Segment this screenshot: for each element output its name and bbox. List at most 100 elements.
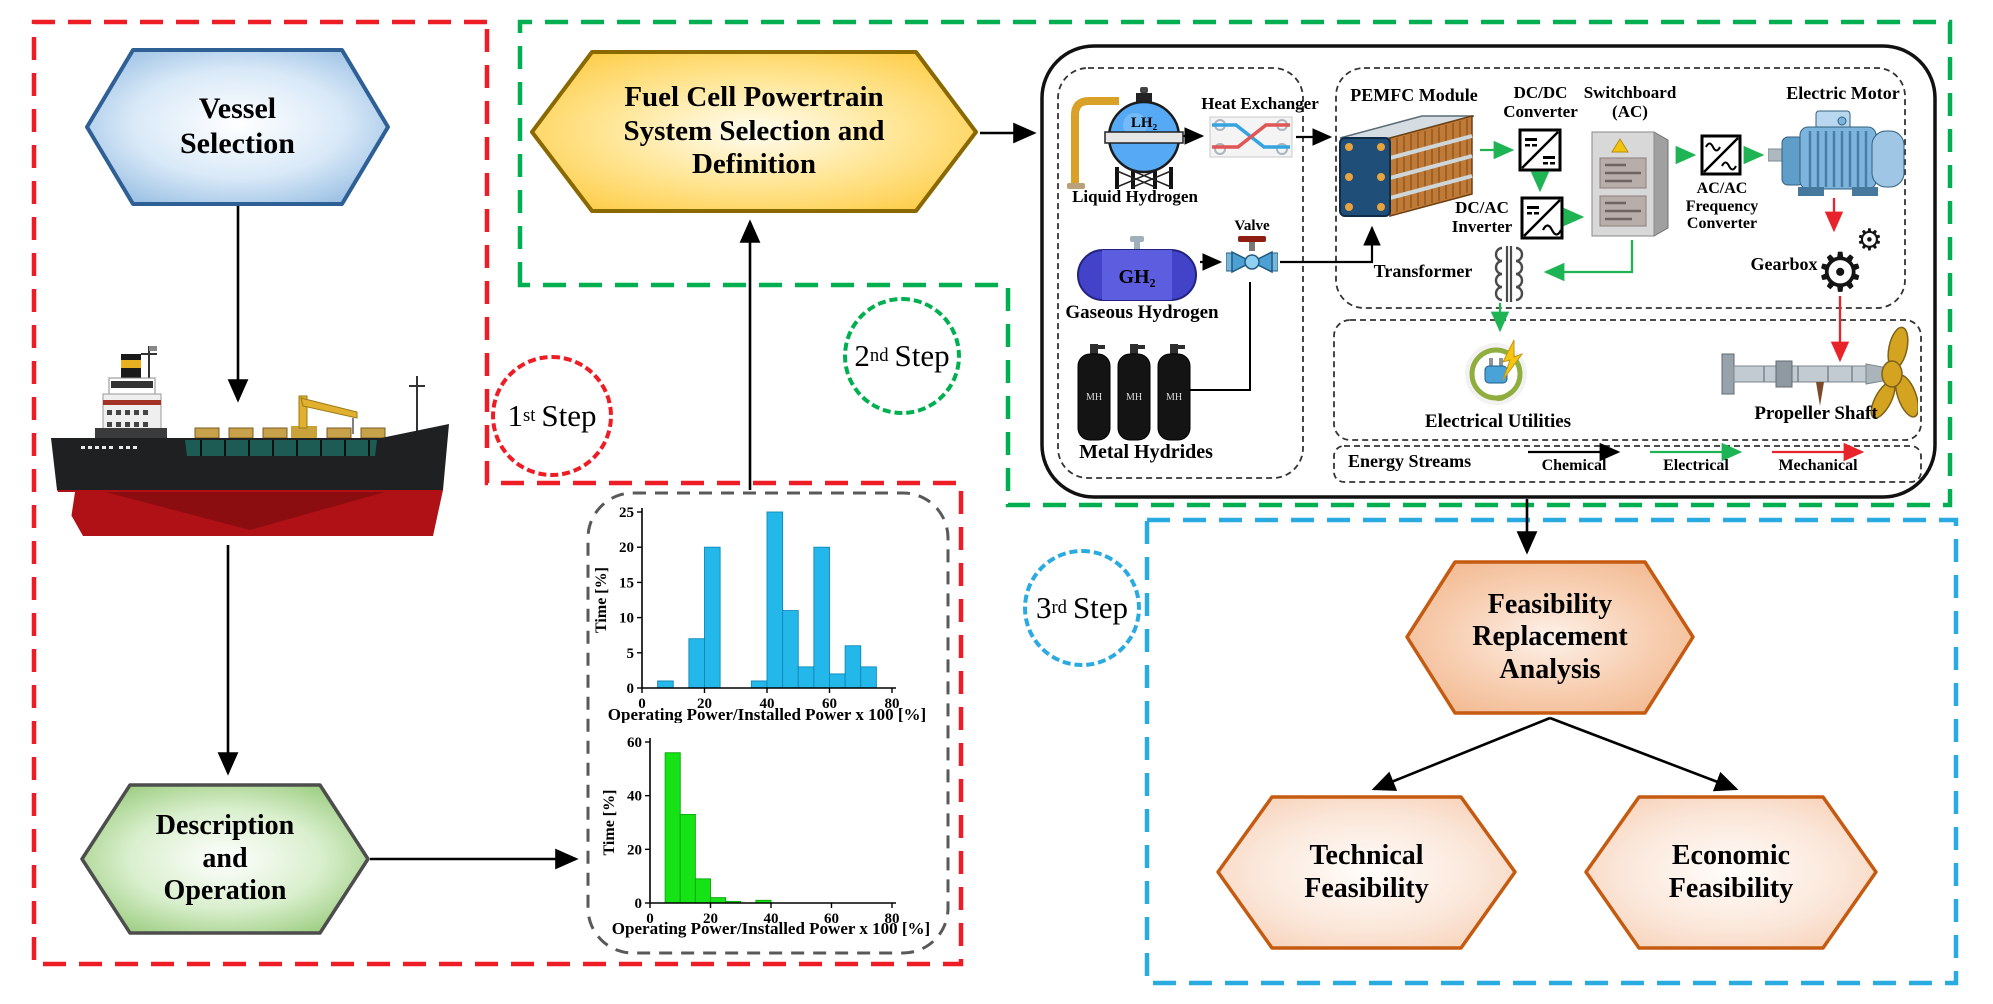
gearbox-label: Gearbox bbox=[1750, 254, 1818, 274]
feasibility-analysis-node: Feasibility Replacement Analysis bbox=[1405, 560, 1695, 715]
liquid-hydrogen-tank-icon: LH₂ bbox=[1065, 75, 1190, 193]
chemical-stream-label: Chemical bbox=[1541, 457, 1607, 474]
hist-bar bbox=[782, 610, 799, 689]
svg-text:0: 0 bbox=[638, 696, 646, 712]
step3-word: Step bbox=[1072, 590, 1129, 625]
electrical-utilities-label: Electrical Utilities bbox=[1424, 411, 1572, 432]
electric-motor-icon bbox=[1768, 103, 1910, 198]
gearbox-small-gear-icon: ⚙ bbox=[1856, 223, 1883, 258]
cargo-ship-illustration bbox=[45, 340, 455, 545]
arrow-switchboard-to-transformer bbox=[1543, 240, 1634, 282]
svg-text:60: 60 bbox=[824, 911, 839, 927]
hist-bar bbox=[750, 680, 768, 689]
svg-text:20: 20 bbox=[703, 911, 718, 927]
step1-number: 1 bbox=[507, 398, 523, 433]
svg-text:20: 20 bbox=[627, 842, 642, 858]
ship-icon bbox=[51, 346, 449, 536]
metal-hydrides-icon: MH MH MH bbox=[1076, 342, 1198, 442]
hist-bar bbox=[829, 673, 846, 689]
transformer-label: Transformer bbox=[1373, 261, 1473, 281]
svg-text:Operating Power/Installed Powe: Operating Power/Installed Power x 100 [%… bbox=[612, 919, 930, 938]
step1-ordinal: st bbox=[522, 405, 536, 426]
arrow-feasibility-to-technical bbox=[1371, 716, 1551, 791]
svg-text:20: 20 bbox=[619, 540, 634, 556]
pemfc-module-label: PEMFC Module bbox=[1350, 85, 1478, 105]
svg-text:60: 60 bbox=[627, 735, 642, 751]
transformer-icon bbox=[1476, 244, 1540, 304]
acac-converter-label: AC/AC Frequency Converter bbox=[1685, 180, 1759, 233]
economic-feasibility-label: Economic Feasibility bbox=[1668, 840, 1794, 904]
svg-text:80: 80 bbox=[885, 911, 900, 927]
hist-bar bbox=[664, 752, 681, 904]
liquid-hydrogen-label: Liquid Hydrogen bbox=[1072, 187, 1198, 206]
propeller-shaft-icon bbox=[1720, 326, 1918, 426]
arrow-feasibility-to-economic bbox=[1549, 716, 1739, 792]
metal-hydrides-label: Metal Hydrides bbox=[1079, 441, 1213, 463]
step2-ordinal: nd bbox=[869, 345, 889, 366]
svg-text:Operating Power/Installed Powe: Operating Power/Installed Power x 100 [%… bbox=[608, 705, 926, 723]
technical-feasibility-label: Technical Feasibility bbox=[1304, 840, 1429, 904]
description-operation-label: Description and Operation bbox=[155, 810, 295, 907]
gaseous-hydrogen-tank-icon: GH₂ bbox=[1076, 236, 1198, 302]
svg-text:10: 10 bbox=[619, 611, 634, 627]
propeller-shaft-label: Propeller Shaft bbox=[1754, 403, 1878, 424]
svg-text:60: 60 bbox=[822, 696, 837, 712]
step3-ordinal: rd bbox=[1051, 597, 1067, 618]
hist-bar bbox=[710, 897, 727, 904]
valve-icon bbox=[1226, 234, 1278, 278]
acac-converter-icon bbox=[1700, 134, 1742, 176]
svg-text:25: 25 bbox=[619, 505, 634, 521]
svg-text:0: 0 bbox=[627, 681, 635, 697]
valve-label: Valve bbox=[1234, 218, 1270, 234]
svg-text:0: 0 bbox=[635, 896, 643, 912]
arrow-valve-to-pemfc bbox=[1280, 225, 1381, 264]
step2-number: 2 bbox=[854, 338, 870, 373]
svg-text:5: 5 bbox=[627, 646, 635, 662]
hist-bar bbox=[766, 511, 784, 689]
dcac-inverter-icon bbox=[1520, 196, 1564, 240]
mh-text-1: MH bbox=[1086, 392, 1102, 403]
step3-number: 3 bbox=[1035, 590, 1052, 625]
gh2-text: GH₂ bbox=[1118, 266, 1155, 288]
hist-bar bbox=[679, 813, 696, 904]
step1-word: Step bbox=[541, 398, 597, 433]
svg-text:20: 20 bbox=[697, 696, 712, 712]
hist-bar bbox=[860, 666, 877, 689]
svg-text:Time [%]: Time [%] bbox=[593, 567, 610, 633]
gaseous-hydrogen-label: Gaseous Hydrogen bbox=[1065, 302, 1219, 323]
mh-text-3: MH bbox=[1166, 392, 1182, 403]
electric-motor-label: Electric Motor bbox=[1786, 83, 1900, 103]
svg-text:40: 40 bbox=[764, 911, 779, 927]
switchboard-icon bbox=[1588, 124, 1674, 238]
fuelcell-selection-node: Fuel Cell Powertrain System Selection an… bbox=[530, 50, 978, 213]
energy-streams-title: Energy Streams bbox=[1348, 451, 1472, 471]
pemfc-module-icon bbox=[1336, 110, 1478, 222]
electrical-stream-label: Electrical bbox=[1663, 457, 1729, 474]
hist-bar bbox=[797, 666, 815, 689]
hist-bar bbox=[657, 680, 674, 689]
technical-feasibility-node: Technical Feasibility bbox=[1216, 795, 1517, 950]
hist-bar bbox=[688, 638, 705, 689]
hist-bar bbox=[704, 546, 721, 689]
hist-bar bbox=[844, 645, 862, 689]
heat-exchanger-label: Heat Exchanger bbox=[1201, 94, 1319, 113]
heat-exchanger-icon bbox=[1208, 113, 1294, 161]
dcdc-converter-label: DC/DC Converter bbox=[1503, 83, 1578, 121]
hist-bar bbox=[694, 878, 711, 904]
economic-feasibility-node: Economic Feasibility bbox=[1584, 795, 1878, 950]
svg-text:80: 80 bbox=[885, 696, 900, 712]
electrical-utilities-icon bbox=[1462, 334, 1534, 410]
hist-bar bbox=[813, 546, 830, 689]
svg-text:Time [%]: Time [%] bbox=[601, 790, 618, 856]
dcdc-converter-icon bbox=[1518, 128, 1562, 172]
dcac-inverter-label: DC/AC Inverter bbox=[1451, 198, 1513, 236]
lh2-text: LH₂ bbox=[1131, 115, 1158, 131]
mh-text-2: MH bbox=[1126, 392, 1142, 403]
svg-text:15: 15 bbox=[619, 575, 634, 591]
switchboard-label: Switchboard (AC) bbox=[1583, 83, 1677, 121]
